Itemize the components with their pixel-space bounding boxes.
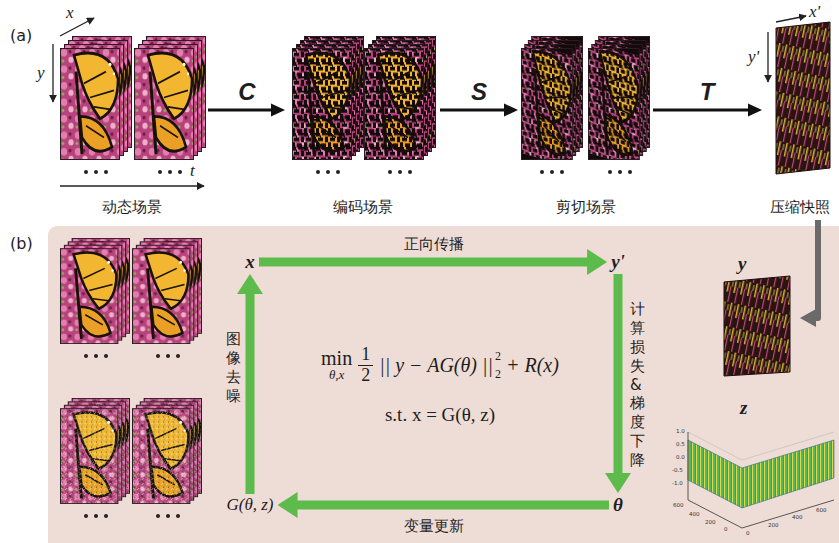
scene-stack: 剪切场景 bbox=[518, 18, 653, 220]
tick-label: 1.0 bbox=[676, 429, 685, 435]
loop-corner: y' bbox=[607, 250, 629, 274]
tick-label: -0.5 bbox=[672, 468, 683, 474]
measurement-image: y bbox=[716, 252, 800, 377]
tick-label: 0 bbox=[746, 531, 750, 537]
variable-label: y bbox=[738, 253, 746, 275]
arrow-head bbox=[587, 249, 607, 275]
axis-label: x' bbox=[809, 3, 820, 20]
method-band: (b)xy'θG(θ, z)yz bbox=[48, 226, 839, 543]
loop-corner: G(θ, z) bbox=[222, 494, 277, 516]
edge-label: T bbox=[698, 78, 717, 106]
variable-label: x bbox=[245, 251, 255, 273]
edge-label: 正向传播 bbox=[402, 235, 466, 254]
connector-line bbox=[245, 292, 254, 494]
connector-line bbox=[653, 109, 749, 112]
tick-label: -1.0 bbox=[672, 481, 683, 487]
axis-label: y' bbox=[748, 48, 759, 65]
tick-label: 0.5 bbox=[676, 442, 685, 448]
arrow-head bbox=[748, 104, 762, 117]
connector-line bbox=[296, 501, 610, 510]
connector bbox=[605, 274, 631, 493]
formula: minθ,x12|| y − AG(θ) ||22+ R(x)s.t. x = … bbox=[280, 345, 600, 426]
variable-label: z bbox=[740, 397, 747, 419]
panel-label: (a) bbox=[10, 28, 32, 44]
formula-text: min bbox=[321, 348, 352, 368]
connector-line bbox=[259, 258, 589, 267]
snapshot-panel: 压缩快照 bbox=[762, 18, 837, 220]
tick-label: 0 bbox=[724, 527, 728, 533]
caption: 动态场景 bbox=[102, 198, 162, 217]
connector-line bbox=[614, 274, 623, 475]
connector-line bbox=[814, 220, 818, 318]
tick-label: 600 bbox=[673, 503, 684, 509]
caption: 编码场景 bbox=[333, 198, 393, 217]
formula-text: θ,x bbox=[329, 368, 344, 382]
scene-stack: 编码场景 bbox=[285, 18, 440, 220]
connector bbox=[800, 220, 818, 327]
formula-text: 2 bbox=[495, 350, 501, 362]
tick-label: 600 bbox=[816, 508, 827, 514]
edge-label: S bbox=[469, 78, 489, 106]
connector-line bbox=[440, 109, 505, 112]
axis-label: y bbox=[37, 64, 45, 81]
formula-text: 2 bbox=[495, 368, 501, 380]
arrow-head bbox=[271, 104, 285, 117]
axis-label: x bbox=[66, 4, 74, 21]
arrow-head bbox=[504, 104, 518, 117]
tick-label: 400 bbox=[792, 515, 803, 521]
variable-label: θ bbox=[613, 494, 623, 516]
caption: 压缩快照 bbox=[770, 198, 830, 217]
formula-text: 1 bbox=[358, 345, 373, 365]
loop-corner: θ bbox=[609, 493, 627, 517]
panel-label: (b) bbox=[10, 234, 33, 253]
connector bbox=[278, 492, 610, 518]
latent-plot: z bbox=[672, 396, 837, 540]
variable-label: G(θ, z) bbox=[226, 495, 273, 515]
variable-label: y' bbox=[611, 251, 625, 273]
formula-text: s.t. x = G(θ, z) bbox=[385, 404, 495, 425]
caption: 剪切场景 bbox=[556, 198, 616, 217]
formula-text: 2 bbox=[358, 365, 373, 386]
formula-text: || y − AG(θ) || bbox=[379, 354, 493, 377]
formula-text: + R(x) bbox=[506, 354, 559, 377]
connector-line bbox=[208, 109, 272, 112]
arrow-head bbox=[800, 309, 816, 327]
arrow-head bbox=[278, 492, 298, 518]
tick-label: 200 bbox=[768, 523, 779, 529]
tick-label: 400 bbox=[689, 512, 700, 518]
arrow-head bbox=[605, 473, 631, 493]
axis-label: t bbox=[190, 162, 195, 179]
tick-label: 200 bbox=[705, 520, 716, 526]
tick-label: 0.0 bbox=[676, 455, 685, 461]
edge-label: 计算损失 & 梯度下降 bbox=[630, 300, 645, 470]
scene-stack: 动态场景 bbox=[56, 18, 208, 220]
loop-corner: x bbox=[241, 250, 259, 274]
edge-label: C bbox=[236, 78, 257, 106]
edge-label: 图像去噪 bbox=[226, 330, 241, 406]
arrow-head bbox=[237, 274, 263, 294]
edge-label: 变量更新 bbox=[402, 517, 466, 536]
